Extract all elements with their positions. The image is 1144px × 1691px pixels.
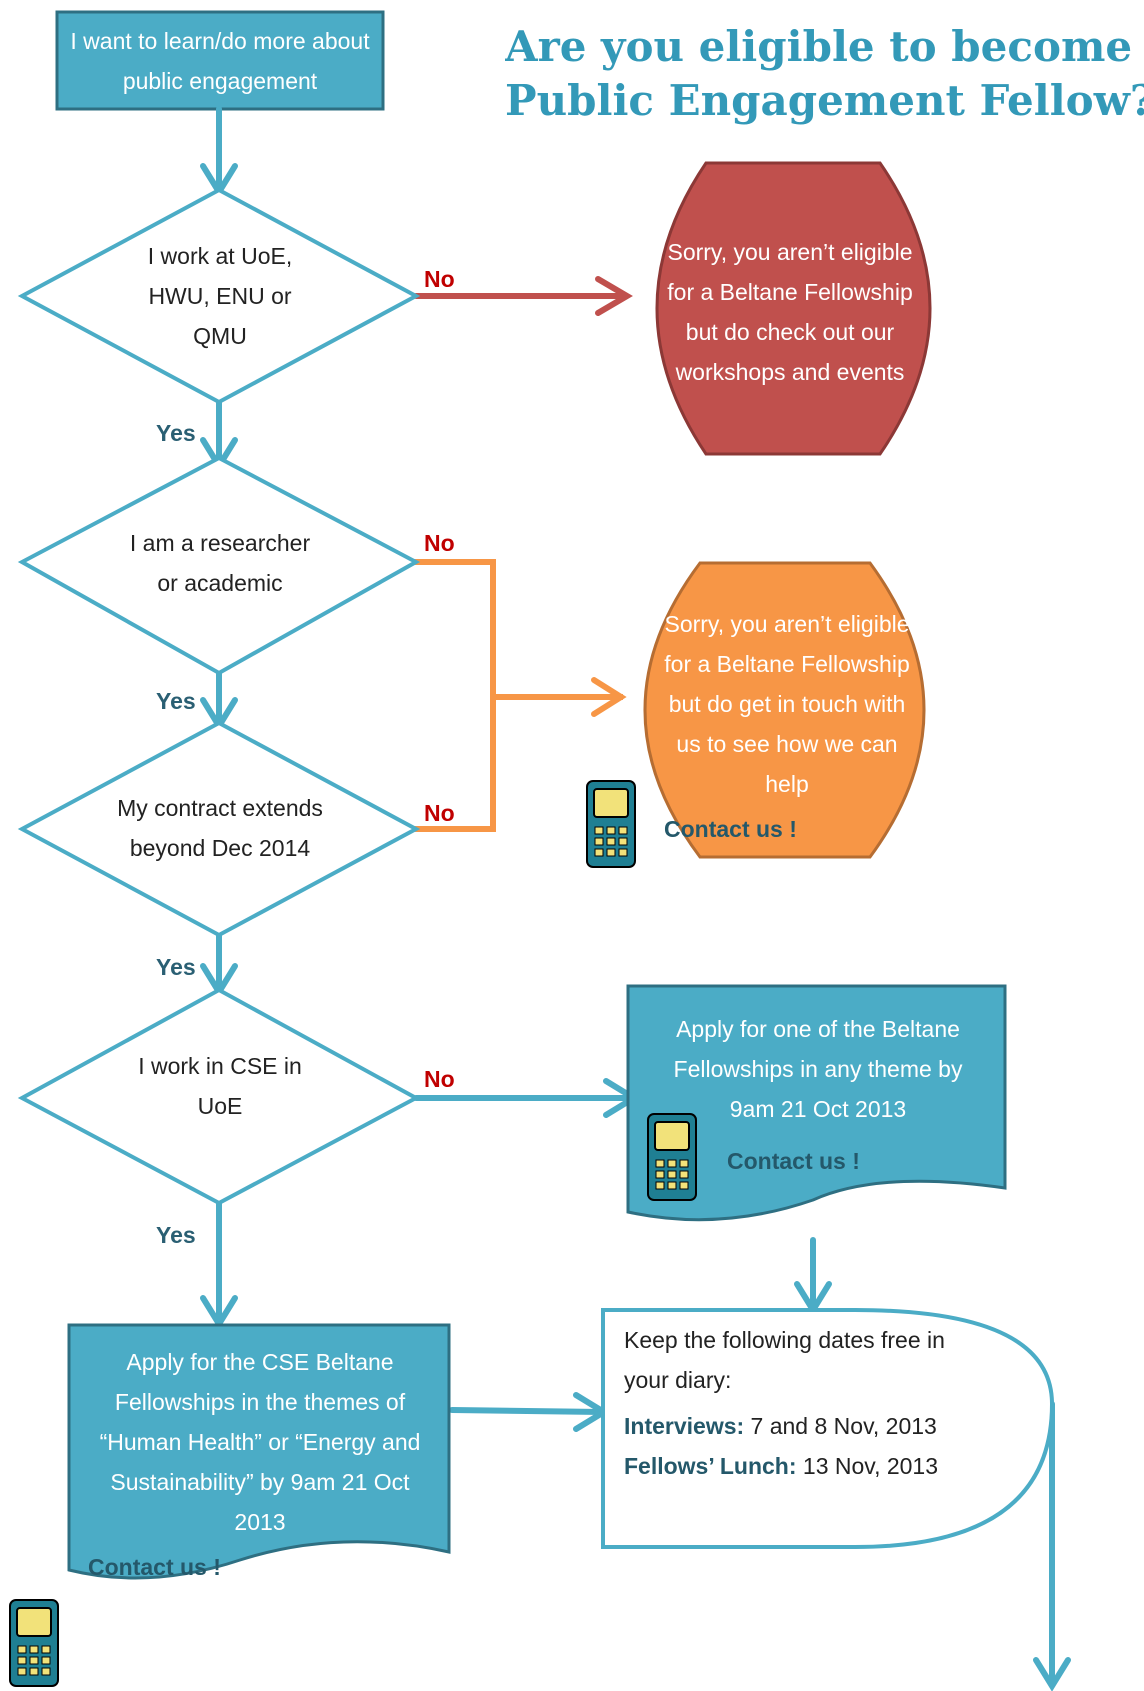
- contact-link-orange[interactable]: Contact us !: [664, 816, 797, 842]
- arrowhead: [595, 276, 633, 316]
- decision-q4: [17, 987, 421, 1206]
- edge-yes-q2: Yes: [156, 688, 196, 714]
- apply-any-label: Apply for one of the Beltane Fellowships…: [673, 1016, 963, 1122]
- q2-label: I am a researcher or academic: [129, 530, 311, 596]
- decision-q3: [17, 720, 421, 938]
- connector-cse-dates: [449, 1407, 605, 1415]
- decision-q2: [17, 455, 421, 676]
- edge-no-q2: No: [424, 530, 455, 556]
- apply-cse-shape: [67, 1323, 451, 1580]
- q1-label: I work at UoE, HWU, ENU or QMU: [147, 243, 293, 349]
- dates-shape: [601, 1308, 1055, 1549]
- phone-icon: [9, 1599, 59, 1687]
- page-title: Are you eligible to become a Beltane Pub…: [505, 22, 1144, 125]
- sorry-orange-shape: [643, 561, 926, 859]
- q3-label: My contract extends beyond Dec 2014: [117, 795, 323, 861]
- start-box: [55, 10, 385, 111]
- start-label: I want to learn/do more about public eng…: [70, 28, 370, 94]
- contact-link-cse[interactable]: Contact us !: [88, 1554, 221, 1580]
- interviews-label: Interviews:: [624, 1413, 745, 1439]
- edge-yes-q3: Yes: [156, 954, 196, 980]
- lunch-label: Fellows’ Lunch:: [624, 1453, 797, 1479]
- arrowhead: [1033, 1657, 1071, 1691]
- decision-q1: [17, 187, 421, 405]
- dates-lunch: Fellows’ Lunch: 13 Nov, 2013: [624, 1446, 938, 1486]
- edge-yes-q4: Yes: [156, 1222, 196, 1248]
- q4-label: I work in CSE in UoE: [138, 1053, 302, 1119]
- dates-intro: Keep the following dates free in your di…: [624, 1327, 945, 1393]
- lunch-value: 13 Nov, 2013: [802, 1453, 939, 1479]
- apply-any-shape: [626, 984, 1007, 1222]
- dates-interviews: Interviews: 7 and 8 Nov, 2013: [624, 1406, 937, 1446]
- sorry-red-label: Sorry, you aren’t eligible for a Beltane…: [667, 239, 913, 385]
- sorry-orange-label: Sorry, you aren’t eligible for a Beltane…: [664, 611, 910, 797]
- edge-yes-q1: Yes: [156, 420, 196, 446]
- edge-no-q4: No: [424, 1066, 455, 1092]
- sorry-red-shape: [655, 161, 932, 456]
- edge-no-q1: No: [424, 266, 455, 292]
- arrowhead: [591, 677, 627, 717]
- interviews-value: 7 and 8 Nov, 2013: [750, 1413, 937, 1439]
- edge-no-q3: No: [424, 800, 455, 826]
- apply-cse-label: Apply for the CSE Beltane Fellowships in…: [99, 1349, 421, 1535]
- contact-link-apply-any[interactable]: Contact us !: [727, 1148, 860, 1174]
- phone-icon: [586, 780, 636, 868]
